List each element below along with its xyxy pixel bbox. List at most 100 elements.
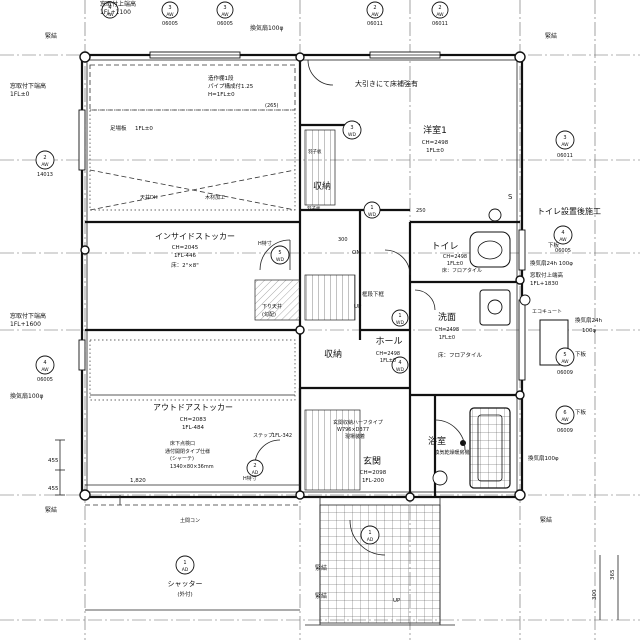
marker-label: 3 [168,5,171,11]
misc-notes: 造作棚1段 パイプ構成付1.25 H=1FL±0 大引きにて床補強有 (265)… [45,74,616,604]
marker-label: AW [436,12,444,18]
note: 羽子板 [308,148,322,155]
marker-label: 3 [223,5,226,11]
marker-label: AW [41,162,49,168]
outer-walls [80,53,524,499]
note: 羽子板 [307,205,321,212]
room-name: 収納 [324,348,342,360]
marker-label: 2 [253,463,256,469]
room-name: 玄関 [363,455,381,467]
room-fl: 1FL-446 [174,253,197,259]
columns [79,51,526,502]
note: 455 [48,486,59,492]
note: 足場板 [110,124,127,132]
dimensions [55,439,619,620]
note: (265) [265,103,278,109]
marker-code: 06009 [557,370,573,376]
anchor-note: 緊結 [45,32,57,40]
note: パイプ構成付1.25 [208,82,254,90]
marker-label: 1 [183,560,186,566]
marker-label: 4 [561,230,564,236]
note: 大引きにて床補強有 [355,79,418,88]
room-ch: CH=2083 [180,417,207,423]
note: ステップ [253,433,273,439]
marker-code: 06005 [555,248,571,254]
note: 1FL±0 [135,126,153,132]
room-fl: 1FL-484 [182,425,205,431]
note: 250 [416,208,426,214]
loft-outline [89,64,296,401]
marker-texts: 4 AW 3 AW 3 AW 2 AW 2 AW 06005 06005 060… [37,5,573,573]
note: 土間コン [180,517,200,524]
room-fl: 1FL±0 [447,261,463,267]
marker-label: 5 [563,352,566,358]
bathtub [469,407,511,489]
note: 通付開閉タイプ仕様 [165,448,210,455]
note: 窓取付上端高 [530,271,564,279]
porch [305,497,455,626]
room-floor: 床：フロアタイル [438,351,483,359]
marker-label: AW [221,12,229,18]
note: S [508,193,513,201]
marker-label: AW [106,12,114,18]
grid-markers [35,1,575,575]
marker-label: AW [561,417,569,423]
room-ch: CH=2498 [422,140,449,146]
note: (勾配) [262,311,276,318]
room-fl: 1FL±0 [380,358,396,364]
marker-label: AD [252,470,259,476]
fl-1600-note: 1FL+1600 [10,321,41,328]
room-name: 収納 [313,180,331,192]
note: 換気扇24h [575,316,602,324]
note: UP [354,304,362,310]
note: 365 [610,569,616,580]
room-ch: CH=2498 [443,254,467,260]
marker-label: AD [182,567,189,573]
note: シャッター [168,579,203,588]
note: 天井DH [140,194,158,201]
marker-label: WD [276,257,284,263]
room-fl: 1FL-200 [362,478,385,484]
note: 造作棚1段 [208,74,234,82]
note: W796×D377 [337,427,369,433]
note: 下板 [548,241,560,249]
shutter-area [85,495,300,611]
doors [254,59,466,556]
note: H特寸 [243,475,257,482]
marker-label: 2 [438,5,441,11]
room-name: インサイドストッカー [155,232,235,241]
marker-code: 06005 [162,21,178,27]
marker-code: 06011 [557,153,573,159]
note: 1340×80×36mm [170,464,214,470]
anchor-note: 緊結 [315,564,327,572]
note: 床下点検口 [170,440,195,447]
room-name: 洗面 [438,311,456,323]
marker-label: AW [41,367,49,373]
note: 換気扇100φ [528,454,559,462]
note: (シャーテ) [170,456,194,462]
note: (外付) [177,590,192,598]
fixtures [432,231,569,486]
marker-label: 5 [278,250,281,256]
marker-label: 3 [350,125,353,131]
fl-zero-note: 1FL±0 [10,91,30,98]
anchor-note: 緊結 [540,516,552,524]
marker-label: 1 [370,205,373,211]
marker-label: 4 [398,360,401,366]
room-labels: 洋室1 CH=2498 1FL±0 インサイドストッカー CH=2045 1FL… [153,124,482,484]
note: 1,820 [130,478,146,484]
window-top-note-value: 1FL+1100 [100,9,131,16]
note: 玄関収納ハーフタイプ [333,419,383,426]
room-ch: CH=2498 [435,327,459,333]
note: 1FL+1830 [530,281,559,287]
marker-label: 1 [398,313,401,319]
stairs [254,129,361,491]
marker-code: 06005 [37,377,53,383]
note: 框段下框 [362,290,385,298]
note: H=1FL±0 [208,92,235,98]
room-name: ホール [375,336,402,347]
window-bottom-note-2: 窓取付下端高 [10,312,46,320]
marker-label: AW [559,237,567,243]
window-top-note: 窓取付上端高 [100,0,136,8]
